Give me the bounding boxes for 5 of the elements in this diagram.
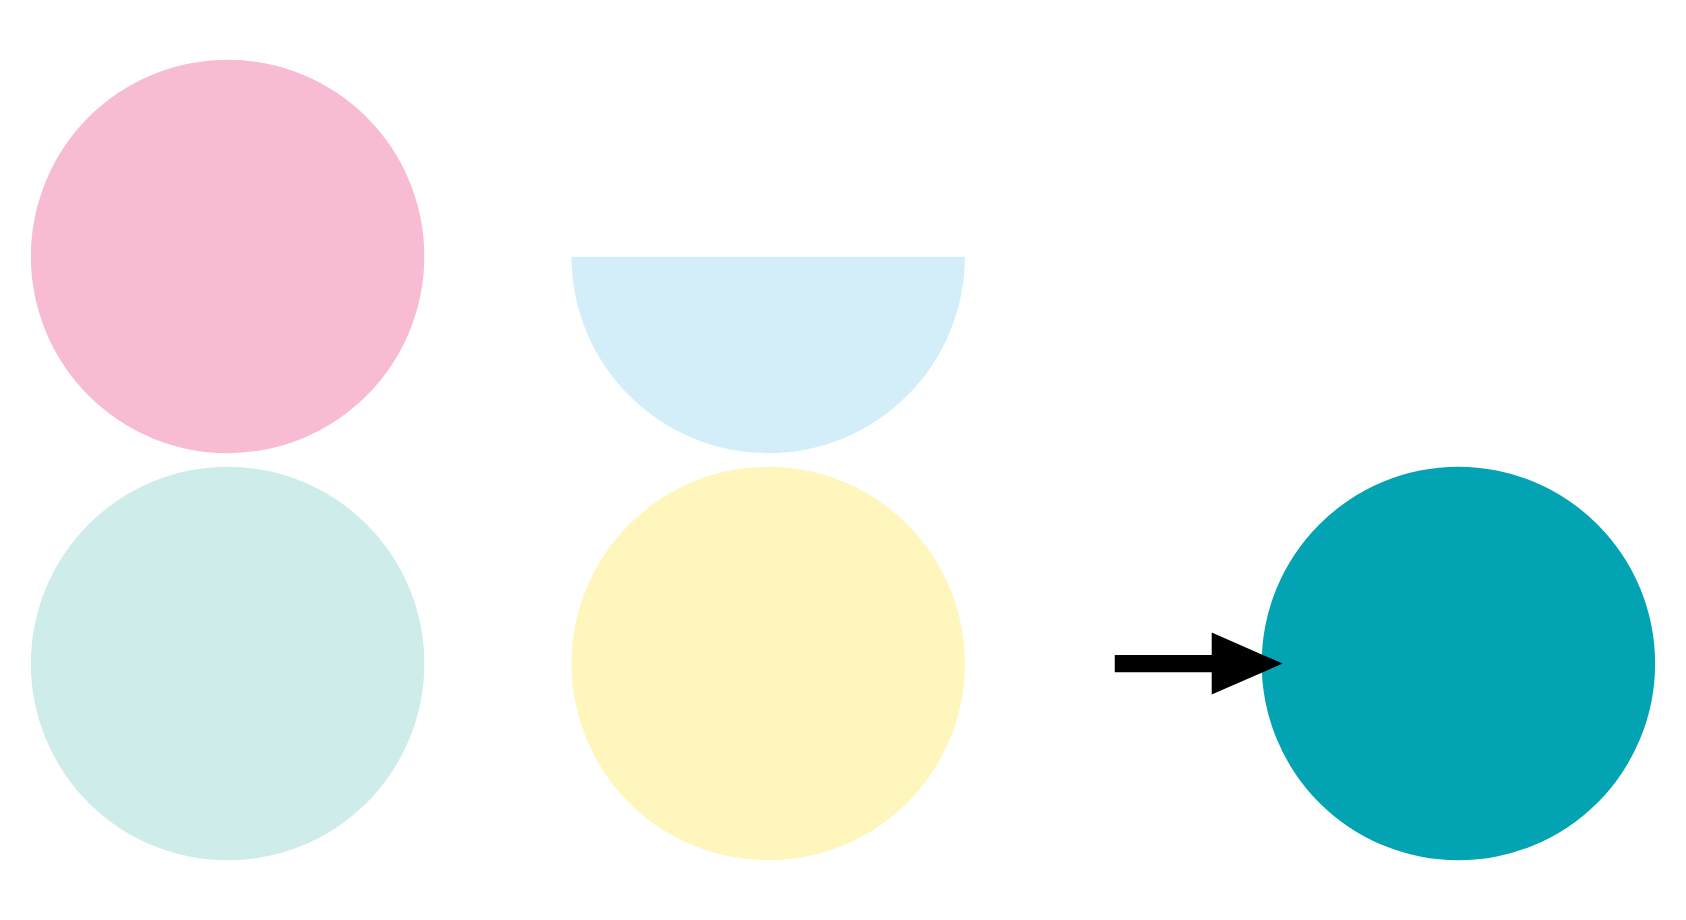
node-circle <box>30 59 425 454</box>
node-circle <box>571 466 965 861</box>
node-circle <box>30 466 425 861</box>
node-circle <box>1261 466 1656 861</box>
arrow <box>1114 632 1283 695</box>
